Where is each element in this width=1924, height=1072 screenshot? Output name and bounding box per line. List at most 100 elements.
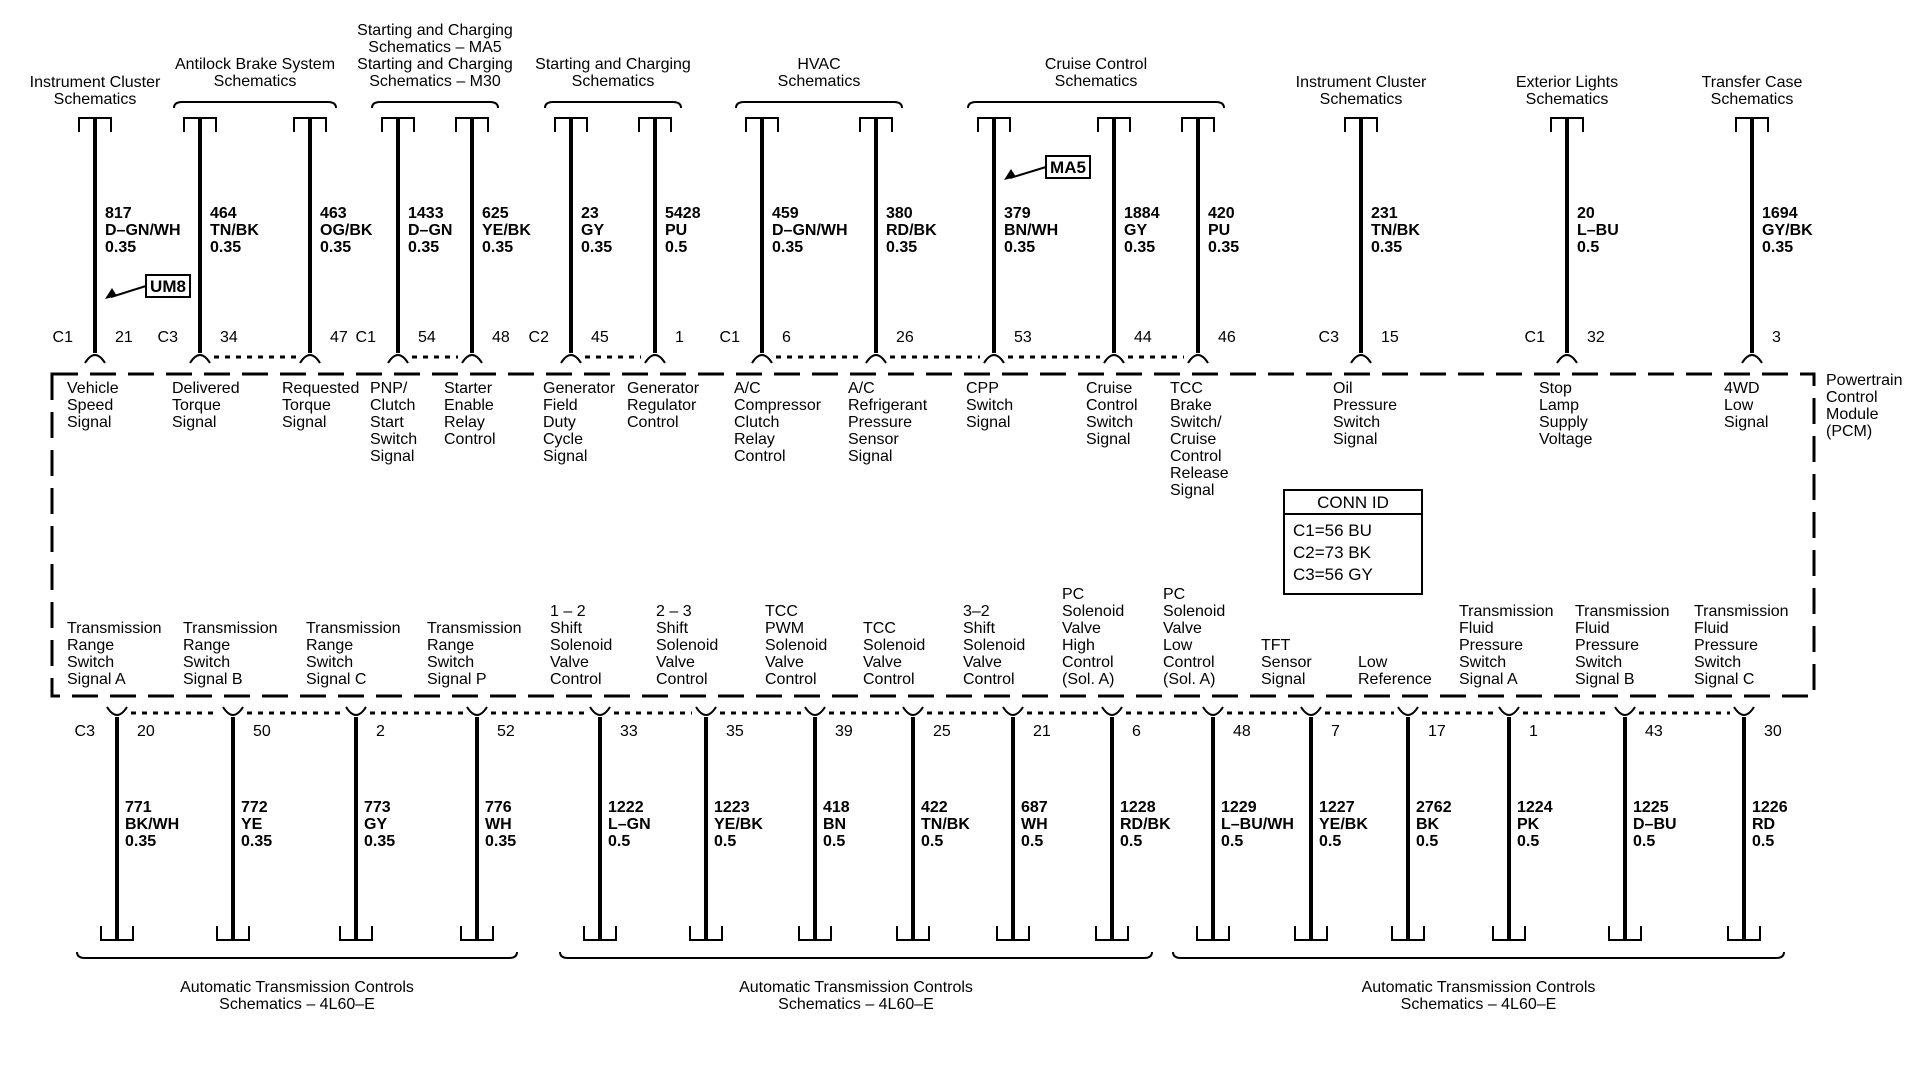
signal-label: (Sol. A) [1163,671,1215,688]
signal-label: PC [1163,586,1185,603]
connector-id: C3 [75,723,96,740]
signal-label: Switch [1694,654,1741,671]
group-bracket [544,101,682,109]
arrow-icon [105,288,117,299]
signal-label: TFT [1261,637,1291,654]
signal-label: Regulator [627,397,697,414]
wire-size: 0.5 [1120,833,1142,850]
schematic-ref-label[interactable]: Schematics – MA5 [368,39,501,56]
signal-label: PNP/ [370,380,408,397]
schematic-ref-label[interactable]: Automatic Transmission Controls [180,979,414,996]
signal-label: Control [1086,397,1138,414]
schematic-ref-label[interactable]: Cruise Control [1045,56,1147,73]
schematic-ref-group: Automatic Transmission ControlsSchematic… [1172,951,1785,1013]
schematic-ref-label[interactable]: Schematics [1055,73,1138,90]
signal-label: Valve [656,654,695,671]
schematic-ref-label[interactable]: Automatic Transmission Controls [1362,979,1596,996]
circuit-number: 380 [886,205,913,222]
pin-number: 21 [1033,723,1051,740]
pin-number: 46 [1218,329,1236,346]
signal-label: Pressure [1575,637,1639,654]
harness-connector-icon [339,926,373,941]
schematic-ref-label[interactable]: Starting and Charging [535,56,691,73]
signal-label: Valve [963,654,1002,671]
circuit-number: 1229 [1221,799,1257,816]
circuit-number: 1694 [1762,205,1798,222]
wire-size: 0.5 [1752,833,1774,850]
pin-number: 44 [1134,329,1152,346]
wire-color: TN/BK [1371,222,1420,239]
schematic-ref-label[interactable]: Antilock Brake System [175,56,335,73]
schematic-ref-label[interactable]: Schematics – 4L60–E [219,996,375,1013]
signal-label: Sensor [1261,654,1312,671]
schematic-ref-label[interactable]: Schematics – 4L60–E [1401,996,1557,1013]
schematic-ref-label[interactable]: Starting and Charging [357,22,513,39]
circuit-number: 2762 [1416,799,1452,816]
wire-color: TN/BK [210,222,259,239]
signal-label: Sensor [848,431,899,448]
pin-number: 47 [330,329,348,346]
harness-connector-icon [689,926,723,941]
harness-connector-icon [100,926,134,941]
schematic-ref-label[interactable]: Schematics [1526,91,1609,108]
schematic-ref-label[interactable]: Schematics – M30 [369,73,501,90]
signal-label: 4WD [1724,380,1760,397]
pin-contact-icon [1101,706,1123,716]
harness-connector-icon [1196,926,1230,941]
schematic-ref-label[interactable]: Schematics [1711,91,1794,108]
schematic-ref-label[interactable]: Instrument Cluster [1296,74,1427,91]
schematic-ref-label[interactable]: Instrument Cluster [30,74,161,91]
circuit-number: 687 [1021,799,1048,816]
signal-label: A/C [848,380,875,397]
harness-connector-icon [1492,926,1526,941]
signal-label: Range [67,637,114,654]
schematic-ref-label[interactable]: Schematics [214,73,297,90]
wire-size: 0.35 [364,833,395,850]
signal-label: Signal [370,448,414,465]
harness-connector-icon [1095,926,1129,941]
pin-number: 33 [620,723,638,740]
schematic-ref-label[interactable]: Schematics [572,73,655,90]
signal-label: Clutch [370,397,415,414]
signal-label: Speed [67,397,113,414]
pin-number: 6 [782,329,791,346]
connector-id: C3 [1319,329,1340,346]
signal-label: Shift [550,620,583,637]
schematic-ref-label[interactable]: Schematics [54,91,137,108]
signal-label: 3–2 [963,603,990,620]
circuit-number: 23 [581,205,599,222]
schematic-ref-label[interactable]: Starting and Charging [357,56,513,73]
signal-label: Torque [172,397,221,414]
signal-label: Solenoid [963,637,1025,654]
schematic-ref-label[interactable]: Schematics – 4L60–E [778,996,934,1013]
signal-label: Oil [1333,380,1353,397]
connector-id: C1 [53,329,74,346]
pin-number: 3 [1772,329,1781,346]
schematic-ref-label[interactable]: Exterior Lights [1516,74,1618,91]
bottom-schematic-refs: Automatic Transmission ControlsSchematic… [76,951,1785,1013]
schematic-ref-label[interactable]: Schematics [778,73,861,90]
group-bracket [967,101,1225,109]
wire-size: 0.35 [581,239,612,256]
pcm-label-line: Powertrain [1826,372,1902,389]
circuit-number: 459 [772,205,799,222]
circuit-number: 1225 [1633,799,1669,816]
signal-label: Signal C [306,671,366,688]
signal-label: Switch [1086,414,1133,431]
schematic-ref-label[interactable]: Automatic Transmission Controls [739,979,973,996]
circuit-number: 418 [823,799,850,816]
schematic-ref-label[interactable]: Transfer Case [1702,74,1803,91]
harness-connector-icon [996,926,1030,941]
schematic-ref-label[interactable]: Schematics [1320,91,1403,108]
conn-id-box: CONN ID C1=56 BU C2=73 BK C3=56 GY [1283,489,1423,595]
schematic-ref-label[interactable]: HVAC [797,56,840,73]
signal-label: Brake [1170,397,1212,414]
